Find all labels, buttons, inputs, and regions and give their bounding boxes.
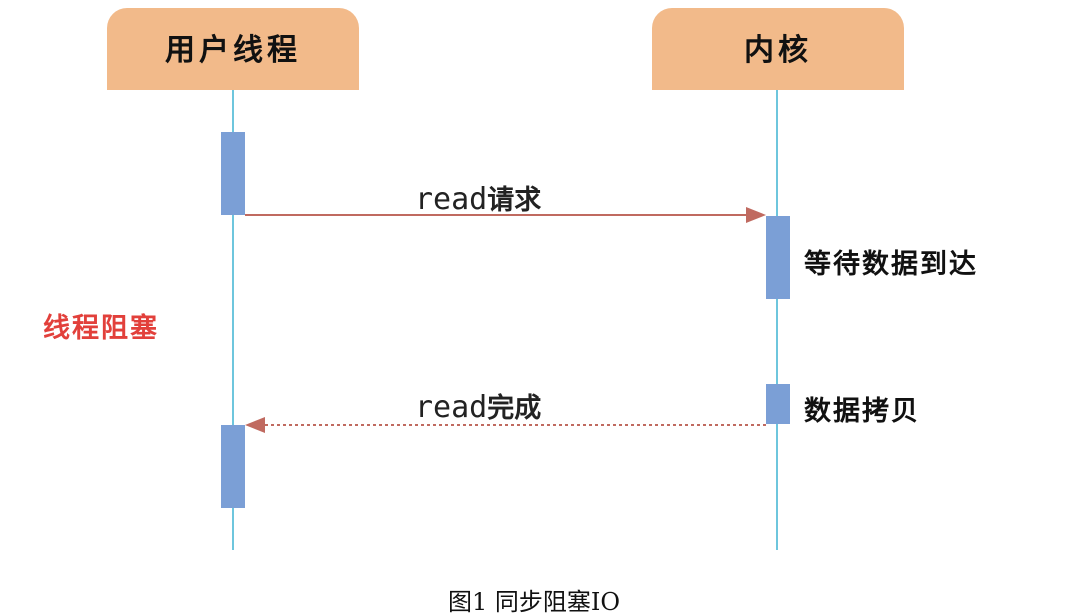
user-activation-resume — [221, 425, 245, 508]
read-request-code: read — [415, 182, 488, 217]
participant-user-thread-label: 用户线程 — [165, 33, 301, 68]
kernel-activation-wait — [766, 216, 790, 299]
read-request-arrowhead — [746, 207, 766, 223]
read-complete-arrowhead — [245, 417, 265, 433]
read-request-label: read请求 — [415, 178, 541, 217]
read-request-text: 请求 — [487, 185, 542, 216]
kernel-lifeline — [776, 90, 778, 550]
wait-for-data-note: 等待数据到达 — [804, 249, 978, 280]
user-activation-request — [221, 132, 245, 215]
kernel-activation-copy — [766, 384, 790, 424]
data-copy-note: 数据拷贝 — [804, 396, 920, 427]
read-complete-label: read完成 — [415, 386, 541, 425]
participant-kernel-label: 内核 — [744, 33, 812, 68]
figure-caption: 图1 同步阻塞IO — [447, 588, 621, 616]
thread-blocked-note: 线程阻塞 — [43, 313, 159, 344]
read-complete-code: read — [415, 390, 488, 425]
participant-user-thread: 用户线程 — [107, 8, 359, 90]
user-thread-lifeline — [232, 90, 234, 550]
read-complete-text: 完成 — [487, 393, 542, 424]
participant-kernel: 内核 — [652, 8, 904, 90]
